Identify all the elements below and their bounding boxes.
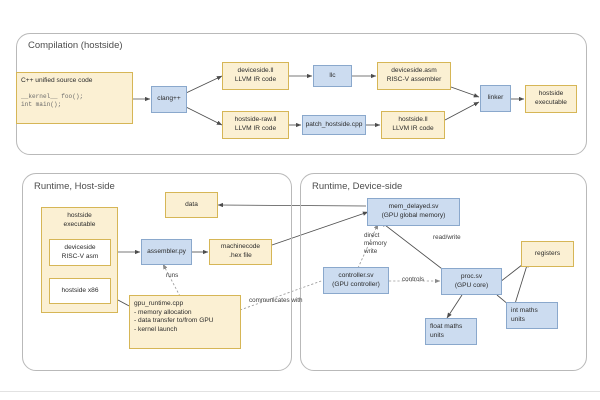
group-runtime-device-title: Runtime, Device-side — [312, 181, 403, 192]
clang-label: clang++ — [157, 95, 181, 103]
edge-gpu-runtime-communicates-controller — [239, 274, 339, 311]
edge-label-communicates-with: communicates with — [249, 297, 303, 304]
node-patch-hostside[interactable]: patch_hostside.cpp — [302, 115, 366, 135]
linker-label: linker — [487, 94, 504, 102]
node-gpu-runtime-cpp[interactable]: gpu_runtime.cpp - memory allocation - da… — [129, 295, 241, 349]
deviceside-riscv-line1: deviceside — [64, 243, 96, 251]
node-proc-sv[interactable]: proc.sv (GPU core) — [441, 268, 502, 295]
hostside-raw-ll-line1: hostside-raw.ll — [234, 116, 277, 124]
gpu-runtime-line1: gpu_runtime.cpp — [134, 300, 184, 307]
deviceside-asm-line2: RISC-V assembler — [386, 76, 442, 83]
edge-clang-to-deviceside-ll — [185, 75, 223, 94]
machinecode-line1: machinecode — [220, 243, 261, 251]
hostside-exe-line2: executable — [535, 99, 567, 106]
node-hostside-ll[interactable]: hostside.ll LLVM IR code — [381, 111, 445, 139]
node-registers[interactable]: registers — [521, 241, 574, 267]
machinecode-line2: .hex file — [229, 252, 252, 259]
edge-machinecode-to-mem — [271, 211, 369, 246]
group-runtime-host — [22, 173, 292, 371]
controller-line1: controller.sv — [338, 271, 374, 279]
hostside-raw-ll-line2: LLVM IR code — [234, 125, 277, 132]
node-hostside-raw-ll[interactable]: hostside-raw.ll LLVM IR code — [222, 111, 289, 139]
edge-units-to-registers — [513, 261, 529, 308]
edge-label-direct-memory-write: direct memory write — [364, 232, 387, 255]
node-mem-delayed[interactable]: mem_delayed.sv (GPU global memory) — [367, 198, 460, 226]
group-runtime-device — [300, 173, 587, 371]
node-linker[interactable]: linker — [480, 85, 511, 112]
edge-clang-to-hostside-raw — [185, 106, 223, 126]
patch-hostside-label: patch_hostside.cpp — [305, 120, 363, 128]
node-cpp-source[interactable]: C++ unified source code __kernel__ foo()… — [16, 72, 133, 124]
proc-line2: (GPU core) — [454, 281, 489, 289]
gpu-runtime-line4: - kernel launch — [134, 326, 178, 334]
mem-delayed-line1: mem_delayed.sv — [388, 203, 439, 211]
hostside-exe-line1: hostside — [538, 90, 564, 98]
node-assembler-py[interactable]: assembler.py — [141, 239, 192, 265]
bottom-divider — [0, 391, 600, 392]
gpu-runtime-line3: - data transfer to/from GPU — [134, 317, 214, 325]
controller-line2: (GPU controller) — [332, 280, 380, 288]
edge-hostside-ll-to-linker — [444, 101, 480, 121]
host-exe-container-line1: hostside — [67, 212, 92, 219]
node-hostside-executable[interactable]: hostside executable — [525, 85, 577, 113]
group-runtime-host-title: Runtime, Host-side — [34, 181, 115, 192]
edge-label-runs: runs — [166, 272, 179, 279]
hostside-ll-line1: hostside.ll — [398, 116, 428, 124]
node-deviceside-riscv-asm[interactable]: deviceside RISC-V asm — [49, 239, 111, 266]
host-exe-container-line2: executable — [63, 220, 96, 228]
registers-label: registers — [534, 249, 561, 257]
node-machinecode-hex[interactable]: machinecode .hex file — [209, 239, 272, 265]
deviceside-riscv-line2: RISC-V asm — [61, 252, 99, 260]
deviceside-ll-line1: deviceside.ll — [237, 67, 274, 75]
node-clang[interactable]: clang++ — [151, 86, 187, 113]
edge-proc-to-float-units — [446, 294, 463, 319]
gpu-runtime-line2: - memory allocation — [134, 308, 192, 316]
edge-label-controls: controls — [402, 276, 425, 283]
node-llc[interactable]: llc — [313, 65, 352, 87]
node-hostside-x86[interactable]: hostside x86 — [49, 278, 111, 304]
edge-gpu-runtime-runs-assembler — [162, 263, 183, 301]
node-controller-sv[interactable]: controller.sv (GPU controller) — [323, 267, 389, 294]
hostside-x86-label: hostside x86 — [61, 286, 99, 294]
cpp-source-title: C++ unified source code — [21, 77, 93, 84]
llc-label: llc — [329, 71, 336, 79]
deviceside-ll-line2: LLVM IR code — [234, 76, 277, 83]
cpp-source-code-line-2: int main(); — [21, 100, 62, 108]
data-label: data — [185, 200, 198, 208]
group-compilation-title: Compilation (hostside) — [28, 40, 123, 51]
node-data[interactable]: data — [165, 192, 218, 218]
edge-deviceside-asm-to-linker — [450, 86, 480, 98]
edge-mem-to-data — [217, 202, 367, 208]
node-int-maths-units[interactable]: int maths units — [506, 302, 558, 329]
hostside-ll-line2: LLVM IR code — [392, 125, 434, 132]
assembler-label: assembler.py — [147, 247, 186, 255]
int-units-line2: units — [511, 315, 525, 323]
cpp-source-code-line-1: __kernel__ foo(); — [21, 92, 84, 100]
deviceside-asm-line1: deviceside.asm — [391, 67, 437, 75]
mem-delayed-line2: (GPU global memory) — [381, 212, 446, 219]
float-units-line1: float maths — [430, 323, 463, 330]
float-units-line2: units — [430, 331, 444, 339]
node-deviceside-asm[interactable]: deviceside.asm RISC-V assembler — [377, 62, 451, 90]
proc-line1: proc.sv — [460, 272, 483, 280]
edge-label-read-write: read/write — [433, 234, 461, 241]
int-units-line1: int maths — [511, 307, 538, 314]
node-float-maths-units[interactable]: float maths units — [425, 318, 477, 345]
node-deviceside-ll[interactable]: deviceside.ll LLVM IR code — [222, 62, 289, 90]
